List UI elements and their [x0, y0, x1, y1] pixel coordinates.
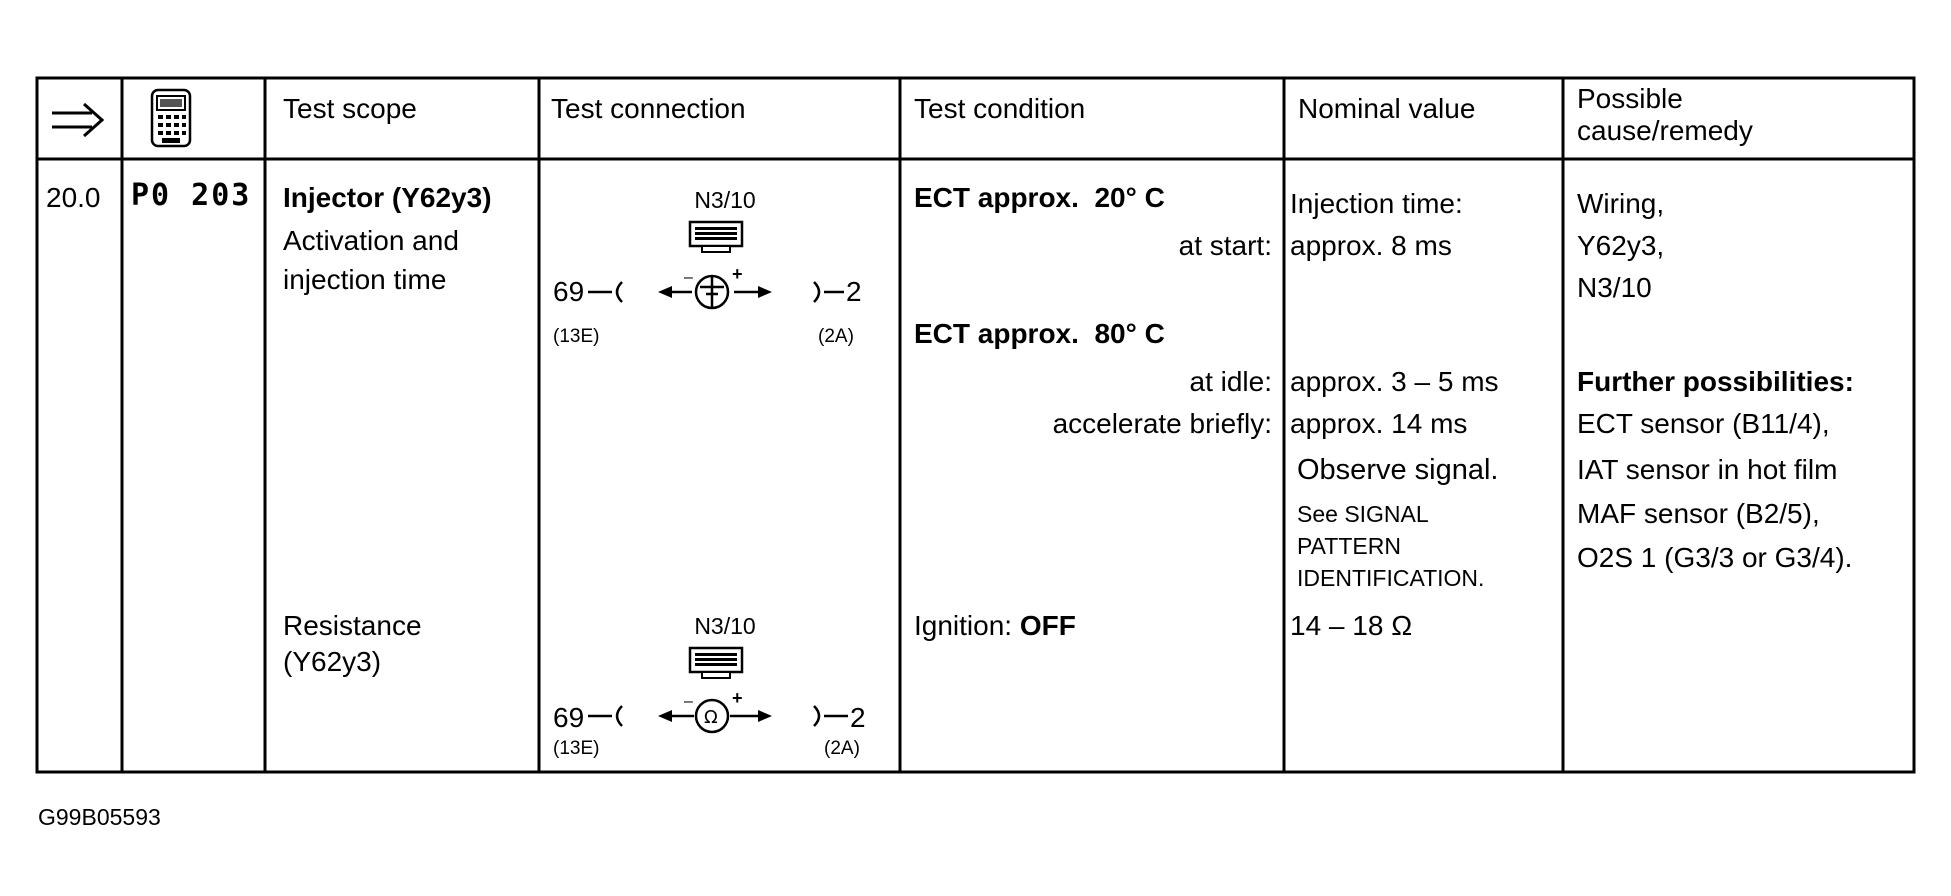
further-iat-sensor: IAT sensor in hot film: [1577, 454, 1838, 485]
svg-text:+: +: [732, 692, 743, 708]
further-ect-sensor: ECT sensor (B11/4),: [1577, 408, 1830, 439]
nom-approx-3-5ms: approx. 3 – 5 ms: [1290, 366, 1499, 397]
conn2-module: N3/10: [694, 613, 756, 639]
fault-code: P0 203: [131, 178, 252, 213]
conn1-right-sub: (2A): [818, 326, 854, 347]
cond-ignition: Ignition: OFF: [914, 608, 1076, 644]
conn1-left-sub: (13E): [553, 326, 600, 347]
further-o2s: O2S 1 (G3/3 or G3/4).: [1577, 542, 1853, 573]
further-possibilities-title: Further possibilities:: [1577, 366, 1854, 397]
scope-title: Injector (Y62y3): [283, 182, 492, 213]
svg-text:–: –: [684, 693, 693, 710]
nom-pattern: PATTERN: [1297, 533, 1401, 559]
voltmeter-icon: – +: [588, 264, 844, 310]
connector-icon: [688, 646, 744, 679]
conn1-left-pin: 69: [553, 276, 585, 307]
conn1-module: N3/10: [694, 187, 756, 213]
cause-y62y3: Y62y3,: [1577, 230, 1665, 261]
nom-identification: IDENTIFICATION.: [1297, 565, 1485, 591]
header-nominal-value: Nominal value: [1298, 93, 1476, 124]
cause-wiring: Wiring,: [1577, 188, 1665, 219]
header-cause-line1: Possible: [1577, 83, 1683, 114]
cond-ignition-value: OFF: [1019, 610, 1076, 641]
conn2-left-pin: 69: [553, 702, 585, 733]
scope-injection-time: injection time: [283, 264, 447, 295]
svg-text:–: –: [684, 269, 693, 286]
handheld-tester-icon: [150, 88, 192, 148]
nom-approx-8ms: approx. 8 ms: [1290, 230, 1452, 261]
header-test-connection: Test connection: [551, 93, 746, 124]
cond-ignition-label: Ignition:: [914, 610, 1020, 641]
further-maf-sensor: MAF sensor (B2/5),: [1577, 498, 1820, 529]
nom-observe-signal: Observe signal.: [1297, 454, 1499, 486]
scope-resistance: Resistance: [283, 610, 422, 641]
cond-at-idle: at idle:: [1189, 366, 1273, 397]
scope-activation: Activation and: [283, 225, 459, 256]
figure-id: G99B05593: [38, 804, 161, 830]
nom-approx-14ms: approx. 14 ms: [1290, 408, 1468, 439]
connector-icon: [688, 220, 744, 253]
nom-see-signal: See SIGNAL: [1297, 501, 1429, 527]
double-right-arrow-icon: [52, 102, 105, 138]
ohmmeter-icon: Ω – +: [588, 692, 848, 734]
header-test-scope: Test scope: [283, 93, 417, 124]
scope-resistance-ref: (Y62y3): [283, 646, 382, 677]
nom-injection-time: Injection time:: [1290, 188, 1463, 219]
cause-n3-10: N3/10: [1577, 272, 1652, 303]
header-cause-line2: cause/remedy: [1577, 115, 1753, 146]
conn2-right-sub: (2A): [824, 738, 860, 759]
cond-ect-20: ECT approx. 20° C: [914, 182, 1165, 213]
conn1-right-pin: 2: [846, 276, 862, 307]
conn2-right-pin: 2: [850, 702, 866, 733]
svg-text:+: +: [732, 264, 743, 284]
cond-ect-80: ECT approx. 80° C: [914, 318, 1165, 349]
cond-at-start: at start:: [1178, 230, 1272, 261]
nom-resistance: 14 – 18 Ω: [1290, 610, 1413, 641]
header-test-condition: Test condition: [914, 93, 1086, 124]
cond-accelerate-briefly: accelerate briefly:: [1052, 408, 1272, 439]
svg-text:Ω: Ω: [704, 707, 718, 728]
step-number: 20.0: [46, 182, 101, 213]
conn2-left-sub: (13E): [553, 738, 600, 759]
